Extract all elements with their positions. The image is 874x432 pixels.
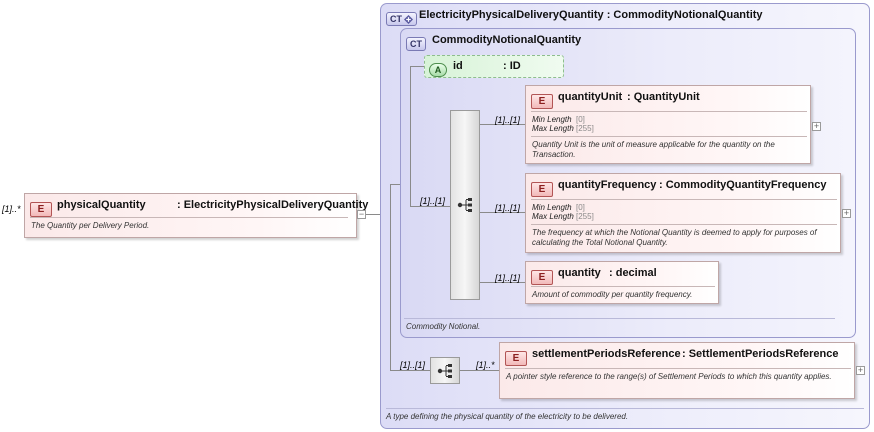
connector-line <box>390 370 430 371</box>
element-multiplicity: [1]..* <box>476 360 495 370</box>
attribute-name: id <box>453 60 463 72</box>
root-multiplicity: [1]..* <box>2 204 21 214</box>
complex-type-divider <box>404 318 835 319</box>
facet-value: [255] <box>576 124 594 133</box>
connector-line <box>460 370 499 371</box>
facet-label: Min Length <box>532 115 572 124</box>
expand-toggle[interactable]: + <box>856 365 865 375</box>
element-badge: E <box>505 351 527 366</box>
sequence-compositor[interactable] <box>450 110 480 300</box>
element-badge: E <box>531 94 553 109</box>
element-quantity-frequency[interactable]: E quantityFrequency : CommodityQuantityF… <box>525 173 841 253</box>
connector-line <box>410 66 411 207</box>
element-type: : decimal <box>609 267 657 279</box>
element-multiplicity: [1]..[1] <box>495 203 521 213</box>
connector-line <box>480 124 525 125</box>
sequence-compositor[interactable] <box>430 357 460 384</box>
facet-value: [0] <box>576 115 585 124</box>
element-badge: E <box>531 182 553 197</box>
complex-type-badge-label: CT <box>390 14 402 24</box>
element-documentation: Amount of commodity per quantity frequen… <box>532 290 693 299</box>
element-type: : ElectricityPhysicalDeliveryQuantity <box>177 199 369 211</box>
attribute-badge: A <box>429 63 447 77</box>
complex-type-title: ElectricityPhysicalDeliveryQuantity : Co… <box>419 9 763 21</box>
attribute-type: : ID <box>503 60 521 72</box>
element-divider <box>30 217 348 218</box>
expand-toggle[interactable]: + <box>812 121 821 131</box>
element-divider <box>531 224 837 225</box>
facet-label: Max Length <box>532 124 574 133</box>
connector-line <box>480 282 525 283</box>
connector-line <box>390 184 391 371</box>
element-quantity[interactable]: E quantity : decimal Amount of commodity… <box>525 261 719 304</box>
element-multiplicity: [1]..[1] <box>495 273 521 283</box>
element-badge: E <box>30 202 52 217</box>
collapse-toggle[interactable]: − <box>357 209 366 219</box>
element-name: quantity <box>558 267 601 279</box>
element-documentation: The Quantity per Delivery Period. <box>31 221 150 230</box>
connector-line <box>390 184 400 185</box>
connector-line <box>366 214 380 215</box>
element-divider <box>505 368 851 369</box>
sequence-multiplicity: [1]..[1] <box>420 196 446 206</box>
element-name: quantityUnit <box>558 91 623 103</box>
element-name: quantityFrequency <box>558 179 657 191</box>
element-name: settlementPeriodsReference <box>532 348 681 360</box>
element-documentation: Quantity Unit is the unit of measure app… <box>532 140 775 159</box>
complex-type-badge: CT <box>406 37 426 51</box>
element-divider <box>531 136 807 137</box>
facet-label: Max Length <box>532 212 574 221</box>
element-divider <box>531 286 715 287</box>
element-name: physicalQuantity <box>57 199 146 211</box>
element-type: : CommodityQuantityFrequency <box>659 179 827 191</box>
facet-value: [0] <box>576 203 585 212</box>
connector-line <box>410 206 450 207</box>
facet-value: [255] <box>576 212 594 221</box>
expand-toggle[interactable]: + <box>842 208 851 218</box>
element-physical-quantity[interactable]: E physicalQuantity : ElectricityPhysical… <box>24 193 368 238</box>
plus-diamond-icon <box>404 14 413 24</box>
complex-type-badge: CT <box>386 12 417 26</box>
element-documentation: A pointer style reference to the range(s… <box>506 372 832 381</box>
element-divider <box>531 111 807 112</box>
complex-type-divider <box>386 408 864 409</box>
element-type: : SettlementPeriodsReference <box>682 348 839 360</box>
sequence-icon <box>457 198 472 212</box>
element-type: : QuantityUnit <box>627 91 700 103</box>
connector-line <box>480 212 525 213</box>
element-documentation: The frequency at which the Notional Quan… <box>532 228 817 247</box>
facet-label: Min Length <box>532 203 572 212</box>
element-quantity-unit[interactable]: E quantityUnit : QuantityUnit Min Length… <box>525 85 811 164</box>
sequence-multiplicity: [1]..[1] <box>400 360 426 370</box>
element-settlement-periods-reference[interactable]: E settlementPeriodsReference : Settlemen… <box>499 342 855 399</box>
element-multiplicity: [1]..[1] <box>495 115 521 125</box>
connector-line <box>410 66 424 67</box>
element-badge: E <box>531 270 553 285</box>
attribute-id[interactable]: A id : ID <box>424 55 564 78</box>
sequence-icon <box>437 364 452 378</box>
complex-type-documentation: Commodity Notional. <box>406 322 481 331</box>
complex-type-documentation: A type defining the physical quantity of… <box>386 412 629 421</box>
complex-type-title: CommodityNotionalQuantity <box>432 34 582 46</box>
element-divider <box>531 199 837 200</box>
